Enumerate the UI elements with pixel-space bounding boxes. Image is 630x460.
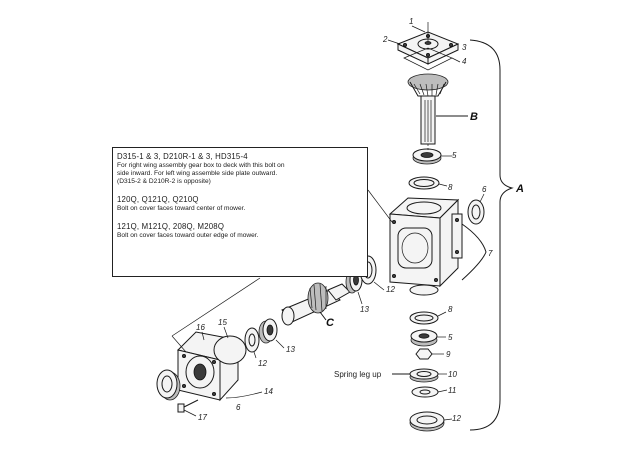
side-seal	[467, 199, 485, 225]
callout-8-top: 8	[448, 183, 453, 192]
spring-leg-label: Spring leg up	[334, 370, 382, 379]
callout-10: 10	[448, 370, 457, 379]
callout-13-left: 13	[286, 345, 295, 354]
upper-bearing	[412, 148, 452, 165]
callout-b: B	[470, 111, 478, 123]
callout-1: 1	[409, 17, 413, 26]
callout-c: C	[326, 317, 335, 329]
callout-labels: 1 2 3 4 B 5 8 6 A 7 12 13 C 8 5 9 10 11 …	[183, 17, 524, 423]
callout-5-top: 5	[452, 151, 457, 160]
assembly-note-box: D315-1 & 3, D210R-1 & 3, HD315-4 For rig…	[112, 147, 368, 277]
side-cover-assembly	[156, 318, 278, 413]
callout-6-left: 6	[236, 403, 241, 412]
top-cover-assembly	[396, 22, 460, 97]
callout-9: 9	[446, 350, 451, 359]
note-heading-2: 120Q, Q121Q, Q210Q	[117, 195, 199, 205]
callout-16: 16	[196, 323, 205, 332]
note-line-5: Bolt on cover faces toward outer edge of…	[117, 232, 259, 240]
note-line-2: side inward. For left wing assemble side…	[117, 169, 278, 177]
callout-11: 11	[448, 386, 456, 395]
callout-4: 4	[462, 57, 467, 66]
callout-5-bot: 5	[448, 333, 453, 342]
callout-a: A	[515, 183, 524, 195]
callout-12-left: 12	[258, 359, 267, 368]
callout-3: 3	[462, 43, 467, 52]
gearbox-housing	[388, 197, 463, 296]
note-line-4: Bolt on cover faces toward center of mow…	[117, 205, 246, 213]
note-line-3: (D315-2 & D210R-2 is opposite)	[117, 178, 211, 186]
callout-8-bot: 8	[448, 305, 453, 314]
note-heading-1: D315-1 & 3, D210R-1 & 3, HD315-4	[117, 152, 248, 161]
lower-stack	[392, 311, 453, 432]
callout-12-mid: 12	[386, 285, 395, 294]
callout-14: 14	[264, 387, 273, 396]
callout-12-bot: 12	[452, 414, 461, 423]
vertical-shaft	[420, 95, 468, 145]
callout-13-mid: 13	[360, 305, 369, 314]
callout-7: 7	[488, 249, 493, 258]
upper-seal	[408, 176, 448, 190]
callout-2: 2	[382, 35, 388, 44]
pinion-shaft	[281, 282, 351, 326]
note-line-1: For right wing assembly gear box to deck…	[117, 161, 285, 169]
callout-6: 6	[482, 185, 487, 194]
bracket-a	[461, 39, 514, 431]
callout-17: 17	[198, 413, 207, 422]
note-heading-3: 121Q, M121Q, 208Q, M208Q	[117, 222, 225, 232]
callout-15: 15	[218, 318, 227, 327]
leader-lines	[171, 144, 429, 353]
